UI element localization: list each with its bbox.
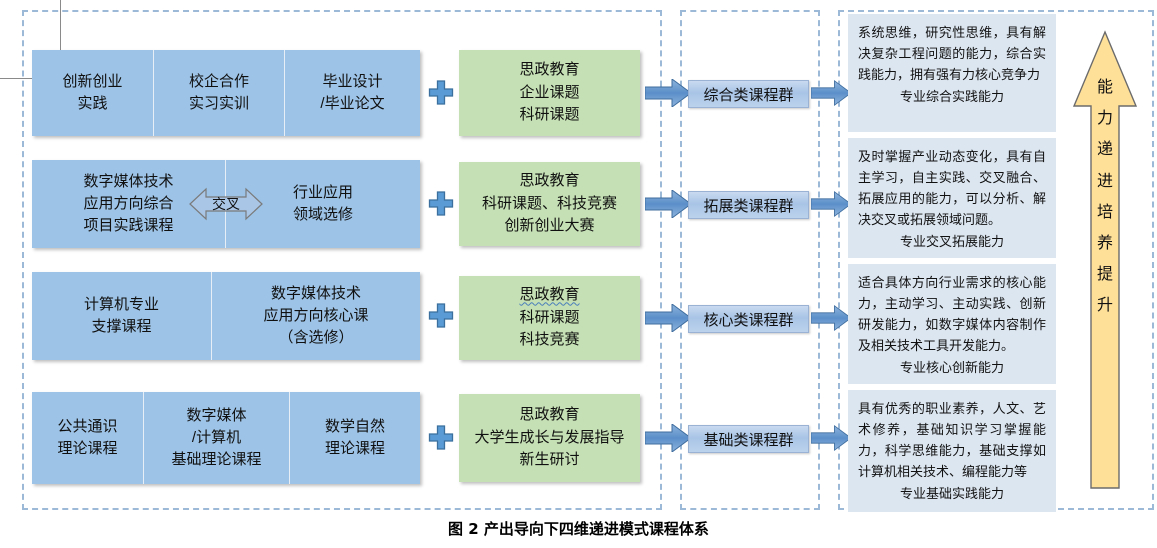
ability-body: 具有优秀的职业素养，人文、艺术修养，基础知识学习掌握能力，科学思维能力，基础支撑…: [858, 401, 1046, 480]
ability-tail: 专业交叉拓展能力: [899, 234, 1004, 250]
progression-char: 进: [1096, 172, 1113, 190]
ideological-lines: 思政教育 科研课题、科技竞赛 创新创业大赛: [482, 170, 617, 238]
figure-caption: 图 2 产出导向下四维递进模式课程体系: [448, 520, 709, 538]
course-cell-label: 公共通识理论课程: [57, 418, 118, 457]
arrow-right-icon: [644, 189, 692, 223]
course-group-label-row4[interactable]: 基础类课程群: [688, 425, 809, 453]
ability-outcome-row3: 适合具体方向行业需求的核心能力，主动学习、主动实践、创新研发能力，如数字媒体内容…: [848, 264, 1056, 384]
plus-icon: [428, 425, 454, 451]
ideological-line: 科研课题: [519, 106, 580, 124]
ideological-line: 创新创业大赛: [504, 217, 595, 235]
course-cell[interactable]: 校企合作实习实训: [154, 50, 285, 136]
ideological-lines: 思政教育 大学生成长与发展指导 新生研讨: [474, 404, 624, 472]
progression-char: 能: [1096, 79, 1113, 96]
ideological-line: 企业课题: [519, 83, 580, 101]
ideological-line: 思政教育: [519, 172, 580, 190]
course-cell[interactable]: 计算机专业支撑课程: [32, 272, 212, 360]
course-box-group-row3: 计算机专业支撑课程 数字媒体技术应用方向核心课（含选修）: [32, 272, 420, 360]
course-group-text: 核心类课程群: [703, 311, 794, 329]
plus-icon: [428, 303, 454, 329]
ideological-box-row1[interactable]: 思政教育 企业课题 科研课题: [459, 50, 640, 136]
cross-marker: 交叉: [188, 185, 264, 223]
ability-tail: 专业综合实践能力: [899, 89, 1004, 105]
course-cell-label: 数字媒体技术应用方向核心课（含选修）: [263, 285, 369, 346]
ideological-line: 思政教育: [519, 61, 580, 79]
course-cell-label: 数学自然理论课程: [324, 418, 385, 457]
course-cell-label: 毕业设计/毕业论文: [320, 73, 385, 112]
arrow-right-icon: [810, 424, 852, 457]
course-cell-label: 计算机专业支撑课程: [83, 296, 159, 335]
arrow-right-icon: [810, 79, 852, 112]
course-group-text: 基础类课程群: [703, 431, 794, 449]
corner-rule-horizontal: [0, 78, 62, 79]
ideological-line: 科研课题、科技竞赛: [481, 194, 617, 212]
arrow-right-icon: [644, 423, 692, 457]
arrow-right-icon: [644, 303, 692, 337]
ability-body: 系统思维，研究性思维，具有解决复杂工程问题的能力，综合实践能力，拥有强有力核心竞…: [858, 25, 1046, 83]
ideological-box-row3[interactable]: 思政教育 科研课题 科技竞赛: [459, 276, 640, 360]
ability-body: 及时掌握产业动态变化，具有自主学习，自主实践、交叉融合、拓展应用的能力，可以分析…: [858, 149, 1046, 228]
ideological-box-row2[interactable]: 思政教育 科研课题、科技竞赛 创新创业大赛: [459, 162, 640, 246]
course-cell-label: 校企合作实习实训: [188, 73, 249, 112]
progression-arrow-up-icon: [1072, 30, 1138, 490]
course-group-text: 拓展类课程群: [703, 197, 794, 215]
cross-label: 交叉: [212, 196, 240, 212]
plus-icon: [428, 80, 454, 106]
ability-tail: 专业核心创新能力: [899, 360, 1004, 376]
progression-char: 培: [1096, 203, 1113, 221]
progression-char: 提: [1096, 266, 1113, 284]
course-cell-label: 数字媒体/计算机基础理论课程: [171, 407, 262, 468]
course-cell[interactable]: 数字媒体技术应用方向综合项目实践课程: [32, 160, 226, 248]
ideological-line: 思政教育: [519, 406, 580, 424]
progression-char: 递: [1096, 141, 1113, 159]
course-cell[interactable]: 数字媒体/计算机基础理论课程: [144, 392, 290, 484]
course-cell-label: 数字媒体技术应用方向综合项目实践课程: [83, 173, 174, 234]
progression-char: 升: [1096, 297, 1113, 315]
course-cell[interactable]: 公共通识理论课程: [32, 392, 144, 484]
course-cell-label: 行业应用领域选修: [292, 184, 353, 223]
course-cell[interactable]: 毕业设计/毕业论文: [285, 50, 420, 136]
course-group-label-row1[interactable]: 综合类课程群: [688, 80, 809, 108]
ideological-lines: 思政教育 企业课题 科研课题: [519, 59, 579, 127]
ideological-line: 新生研讨: [519, 451, 580, 469]
arrow-right-icon: [644, 78, 692, 112]
ability-body: 适合具体方向行业需求的核心能力，主动学习、主动实践、创新研发能力，如数字媒体内容…: [858, 275, 1046, 354]
plus-icon: [428, 191, 454, 217]
arrow-right-icon: [810, 190, 852, 223]
course-group-text: 综合类课程群: [703, 86, 794, 104]
panel-course-groups: [680, 10, 820, 510]
ability-outcome-row1: 系统思维，研究性思维，具有解决复杂工程问题的能力，综合实践能力，拥有强有力核心竞…: [848, 14, 1056, 132]
course-cell[interactable]: 创新创业实践: [32, 50, 154, 136]
progression-char: 力: [1096, 110, 1113, 128]
course-box-group-row1: 创新创业实践 校企合作实习实训 毕业设计/毕业论文: [32, 50, 420, 136]
course-cell[interactable]: 数学自然理论课程: [290, 392, 420, 484]
course-cell[interactable]: 数字媒体技术应用方向核心课（含选修）: [212, 272, 420, 360]
progression-arrow-label: 能 力 递 进 培 养 提 升: [1090, 72, 1120, 322]
corner-rule-vertical: [60, 0, 61, 78]
ideological-box-row4[interactable]: 思政教育 大学生成长与发展指导 新生研讨: [459, 394, 640, 482]
arrow-right-icon: [810, 304, 852, 337]
course-cell-label: 创新创业实践: [62, 73, 123, 112]
ability-tail: 专业基础实践能力: [899, 486, 1004, 502]
ability-outcome-row4: 具有优秀的职业素养，人文、艺术修养，基础知识学习掌握能力，科学思维能力，基础支撑…: [848, 390, 1056, 512]
progression-char: 养: [1096, 234, 1113, 252]
ability-outcome-row2: 及时掌握产业动态变化，具有自主学习，自主实践、交叉融合、拓展应用的能力，可以分析…: [848, 138, 1056, 258]
course-group-label-row2[interactable]: 拓展类课程群: [688, 191, 809, 219]
ideological-lines: 思政教育 科研课题 科技竞赛: [519, 284, 579, 352]
ideological-line: 思政教育: [519, 286, 580, 304]
ideological-line: 科技竞赛: [519, 331, 580, 349]
ideological-line: 科研课题: [519, 308, 580, 326]
panel-course-content: [22, 10, 662, 510]
course-group-label-row3[interactable]: 核心类课程群: [688, 305, 809, 333]
course-box-group-row4: 公共通识理论课程 数字媒体/计算机基础理论课程 数学自然理论课程: [32, 392, 420, 484]
ideological-line: 大学生成长与发展指导: [474, 428, 625, 446]
